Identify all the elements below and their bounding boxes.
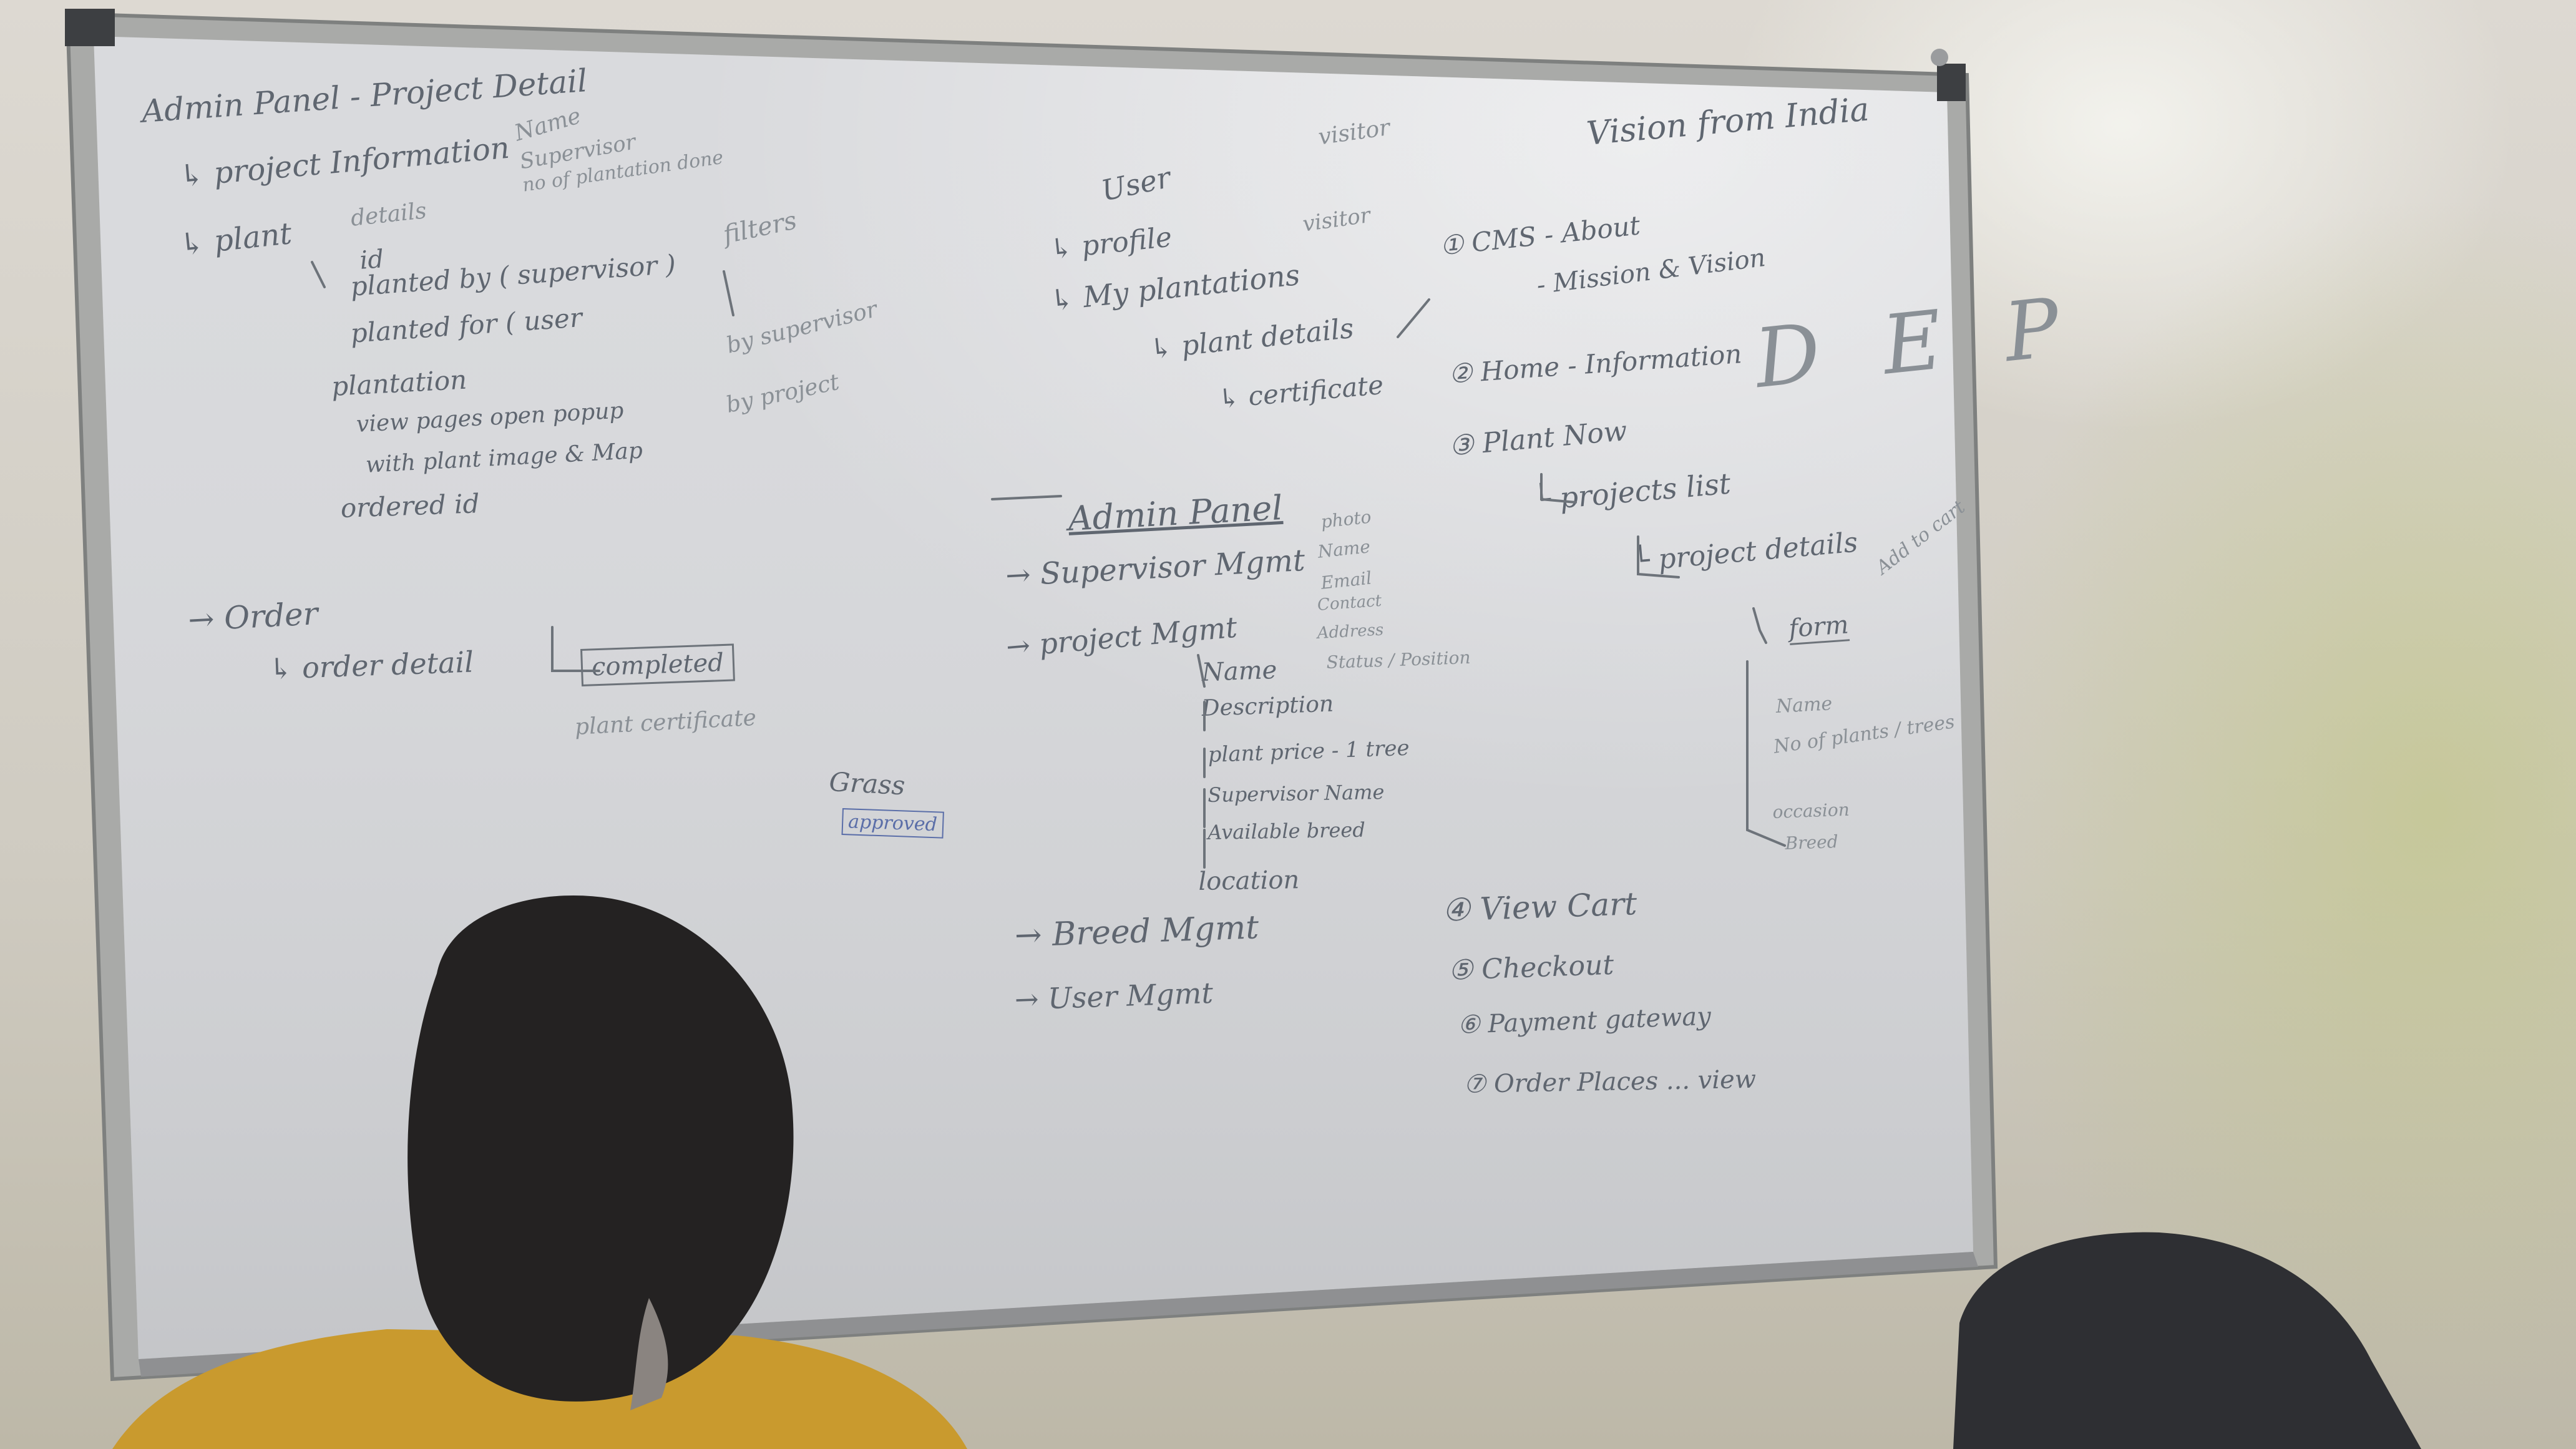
board-connector-strokes bbox=[311, 261, 1786, 869]
chair-back bbox=[1953, 1232, 2421, 1449]
person-foreground bbox=[112, 895, 967, 1449]
whiteboard-content: Admin Panel - Project Detail ↳ project I… bbox=[140, 62, 2082, 1099]
